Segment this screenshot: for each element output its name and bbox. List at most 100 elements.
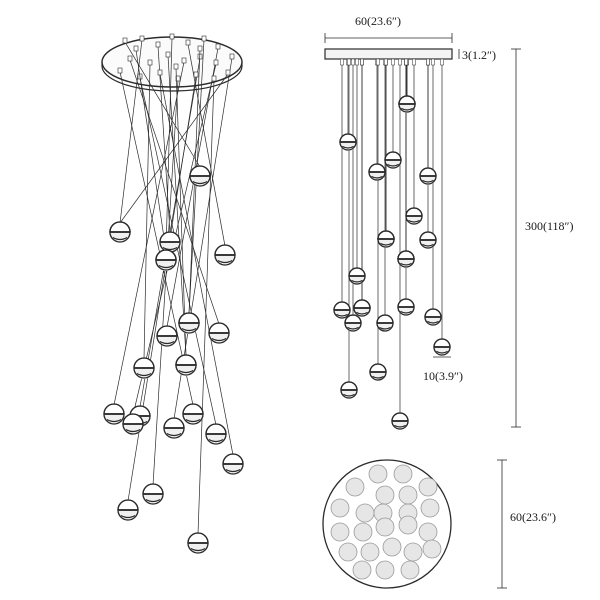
ball-outline-top [369,363,387,381]
suspension-cable [113,61,185,406]
suspension-cable [129,59,220,325]
base-ball-dot [353,522,373,542]
suspension-cable [197,79,215,535]
base-ball-dot [382,537,402,557]
ball-outline-top [122,413,144,435]
ball-outline-top [222,453,244,475]
ball-bottom-shade [401,107,413,111]
cable-grip [122,37,128,44]
cable-grip [431,58,435,66]
suspension-cable [175,67,187,357]
cable-grip [355,58,359,66]
ball-diameter-label: 10(3.9″) [423,369,463,383]
ball-outline-top [340,381,358,399]
pendant-ball [419,231,437,249]
ball-bottom-shade [422,179,434,183]
base-ball-dot [375,560,395,580]
ball-bottom-shade [106,418,122,423]
canopy-width-label: 60(23.6″) [355,14,401,28]
pendant-ball [348,267,366,285]
ball-bottom-shade [208,438,224,443]
cable-grip [139,35,145,42]
ball-bottom-shade [394,424,406,428]
base-ball-dot [420,498,440,518]
suspension-cable [119,73,229,224]
ball-bottom-shade [371,175,383,179]
base-ball-dot [403,542,423,562]
pendant-ball [103,403,125,425]
ball-outline-top [189,165,211,187]
suspension-cable [157,45,171,234]
ball-bottom-shade [387,163,399,167]
ball-outline-top [187,532,209,554]
ball-bottom-shade [158,264,174,269]
base-ball-dot [330,522,350,542]
ball-outline-top [133,357,155,379]
base-ball-dot [368,464,388,484]
base-ball-dot [355,503,375,523]
ball-bottom-shade [436,350,448,354]
ball-bottom-shade [422,243,434,247]
pendant-ball [376,314,394,332]
suspension-cable [119,71,194,406]
cable-grip [155,41,161,48]
pendant-ball [163,417,185,439]
ball-bottom-shade [400,262,412,266]
cable-grip [185,39,191,46]
canopy-side [324,48,453,60]
cable-grip [384,58,388,66]
perspective-view [101,33,244,554]
cable-grip [165,51,171,58]
ball-bottom-shade [211,337,227,342]
pendant-ball [369,363,387,381]
cable-grip [175,75,181,82]
base-diameter-label: 60(23.6″) [510,510,556,524]
ball-outline-top [377,230,395,248]
ball-bottom-shade [112,236,128,241]
ball-bottom-shade [400,310,412,314]
suspension-cable [135,49,167,252]
pendant-ball [419,167,437,185]
ball-outline-top [208,322,230,344]
ball-outline-top [397,298,415,316]
ball-bottom-shade [125,428,141,433]
ball-outline-top [103,403,125,425]
cable-grip [412,58,416,66]
pendant-ball [397,250,415,268]
ball-outline-top [424,308,442,326]
ball-bottom-shade [136,372,152,377]
ball-bottom-shade [162,246,178,251]
cable-grip [127,55,133,62]
ball-outline-top [175,354,197,376]
ball-bottom-shade [185,418,201,423]
ball-bottom-shade [336,313,348,317]
ball-outline-top [163,417,185,439]
suspension-cable [187,43,226,247]
ball-bottom-shade [379,326,391,330]
ball-bottom-shade [372,375,384,379]
side-view [324,48,453,430]
pendant-ball [156,325,178,347]
cable-grip [117,67,123,74]
cable-grip [391,58,395,66]
canopy-edge [101,62,243,92]
cable-grip [229,53,235,60]
suspension-cable [119,39,143,224]
cable-grip [133,45,139,52]
base-ball-dot [418,522,438,542]
ball-outline-top [398,95,416,113]
pendant-ball [433,338,451,356]
cable-grip [347,58,351,66]
canopy-height-label: 3(1.2″) [462,48,496,62]
pendant-ball [208,322,230,344]
dimension-lines [324,33,521,589]
ball-bottom-shade [380,242,392,246]
cable-grip [426,58,430,66]
ball-outline-top [419,231,437,249]
suspension-cable [159,73,234,456]
cable-grip [193,71,199,78]
ball-outline-top [353,299,371,317]
ball-outline-top [333,301,351,319]
pendant-ball [424,308,442,326]
ball-outline-top [384,151,402,169]
